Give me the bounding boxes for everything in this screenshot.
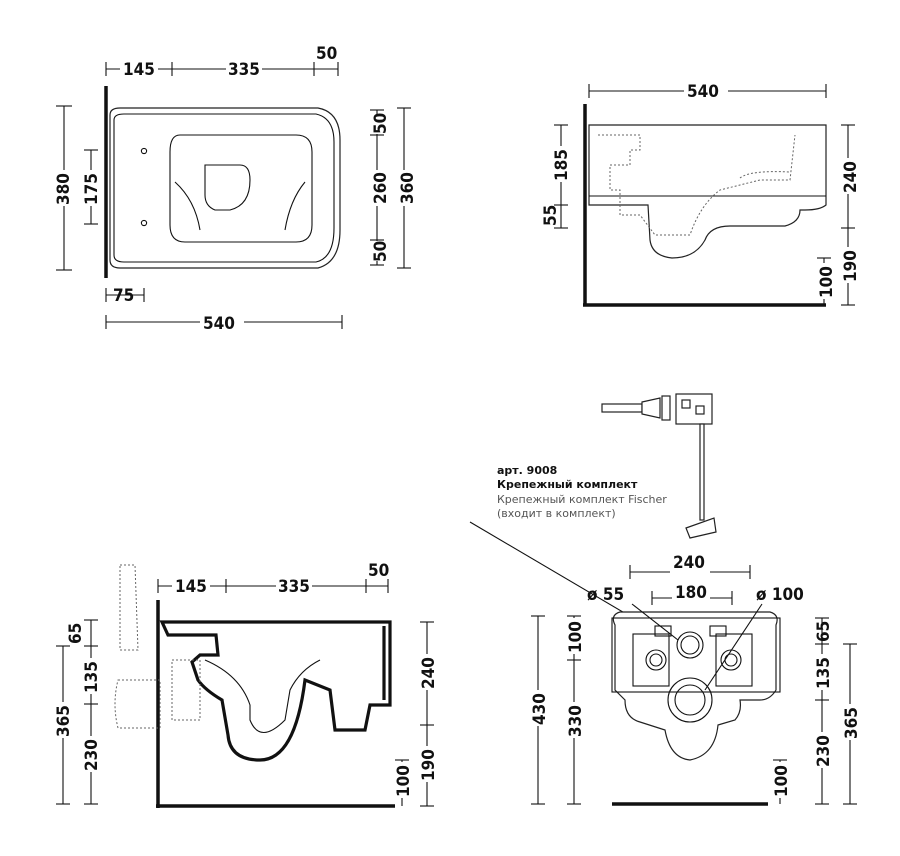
waste-pipe	[114, 679, 161, 729]
bowl-section	[159, 620, 392, 762]
dim-o100: ø 100	[756, 585, 804, 605]
dim-185: 185	[552, 149, 572, 181]
dim-50-a: 50	[371, 113, 391, 134]
dim-430: 430	[530, 693, 550, 725]
dim-100: 100	[566, 621, 586, 653]
dim-100: 100	[394, 765, 414, 797]
leader-line	[469, 521, 651, 629]
top-view: 145 335 50 380 175 50 260 50 360	[52, 44, 418, 334]
dim-240: 240	[841, 161, 861, 193]
dim-135: 135	[814, 657, 834, 689]
supply-pipe	[119, 564, 139, 651]
dim-145: 145	[123, 60, 155, 80]
dim-75: 75	[113, 286, 134, 306]
dim-540: 540	[687, 82, 719, 102]
fixing-hole-left	[645, 649, 667, 671]
dim-540: 540	[203, 314, 235, 334]
anchor-plug	[601, 403, 643, 413]
bracket	[675, 393, 713, 425]
dim-335: 335	[278, 577, 310, 597]
dim-50: 50	[368, 561, 389, 581]
side-body	[588, 124, 827, 259]
dim-240: 240	[673, 553, 705, 573]
dim-o55: ø 55	[587, 585, 624, 605]
dim-330: 330	[566, 705, 586, 737]
hidden-lines	[598, 134, 796, 236]
section-view: 145 335 50 365 65 135 230 240 190 100	[52, 561, 439, 808]
fixing-hole	[140, 147, 148, 155]
dim-335: 335	[228, 60, 260, 80]
bowl-outline	[109, 107, 341, 269]
bowl-inner	[169, 134, 313, 243]
bowl-curve-2	[284, 181, 306, 231]
dim-230: 230	[82, 739, 102, 771]
dim-65: 65	[814, 621, 834, 642]
dim-360: 360	[398, 172, 418, 204]
waste-outlet	[667, 677, 713, 723]
water-inlet	[676, 631, 704, 659]
dim-175: 175	[82, 173, 102, 205]
note-title: Крепежный комплект	[497, 478, 638, 491]
fixing-kit: арт. 9008 Крепежный комплект Крепежный к…	[469, 393, 717, 629]
dim-180: 180	[675, 583, 707, 603]
dim-190: 190	[841, 250, 861, 282]
rear-view: 240 180 ø 55 ø 100 430 100 330 65 135 2	[527, 553, 862, 806]
dim-135: 135	[82, 661, 102, 693]
note-line2: (входит в комплект)	[497, 507, 616, 520]
threaded-rod	[699, 423, 705, 521]
dim-365: 365	[54, 705, 74, 737]
dim-190: 190	[419, 749, 439, 781]
dim-230: 230	[814, 735, 834, 767]
dim-100: 100	[817, 266, 837, 298]
dim-260: 260	[371, 172, 391, 204]
dim-50-b: 50	[371, 241, 391, 262]
fixing-hole	[140, 219, 148, 227]
bowl-rim	[113, 113, 335, 263]
bowl-curve	[174, 181, 201, 231]
dim-100b: 100	[772, 765, 792, 797]
note-line1: Крепежный комплект Fischer	[497, 493, 667, 506]
dim-365: 365	[842, 707, 862, 739]
drain-outline	[204, 164, 251, 211]
note-article: арт. 9008	[497, 464, 557, 477]
dim-55: 55	[541, 205, 561, 226]
dim-50-top: 50	[316, 44, 337, 64]
dim-145: 145	[175, 577, 207, 597]
dim-380: 380	[54, 173, 74, 205]
side-view: 540 185 55 240 190 100	[541, 81, 861, 307]
dim-65: 65	[66, 623, 86, 644]
dim-240: 240	[419, 657, 439, 689]
